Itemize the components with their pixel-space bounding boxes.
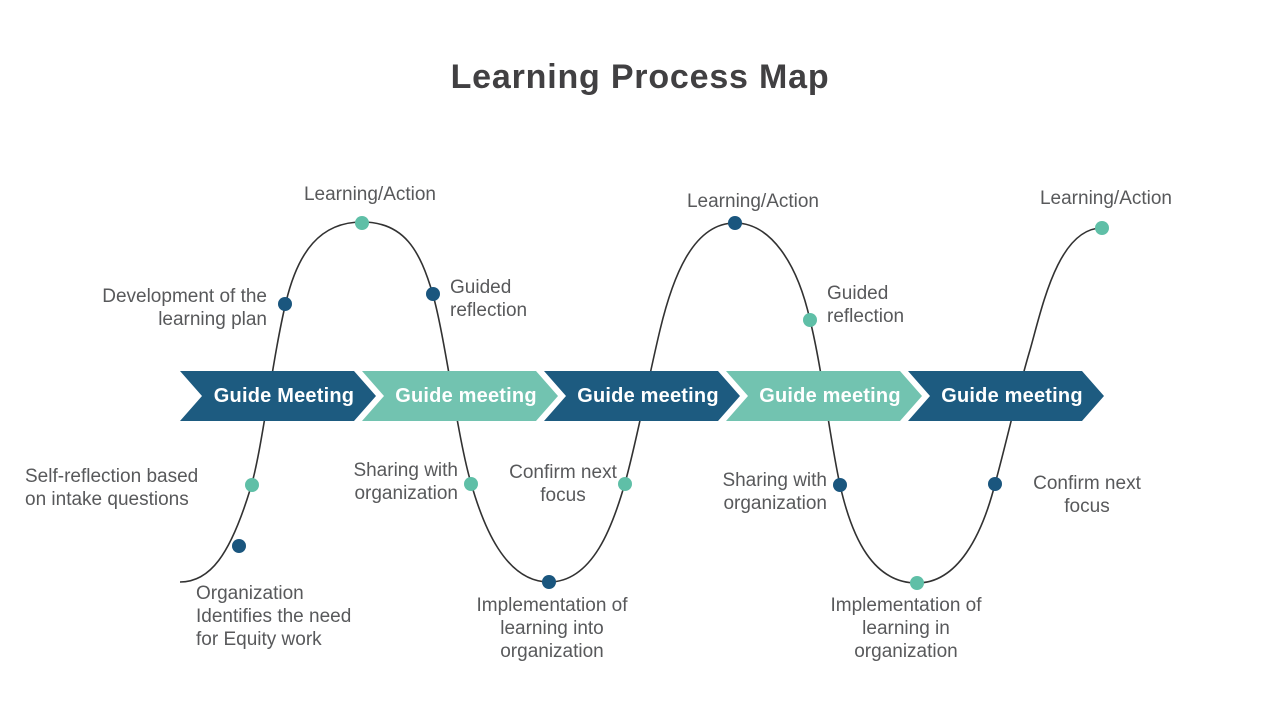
stage-dot-guided-reflection-1 bbox=[426, 287, 440, 301]
stage-dot-learning-action-1 bbox=[355, 216, 369, 230]
chevron-label: Guide meeting bbox=[395, 384, 537, 407]
chevron-label: Guide meeting bbox=[577, 384, 719, 407]
stage-dot-sharing-1 bbox=[464, 477, 478, 491]
label-self-reflection: Self-reflection based on intake question… bbox=[25, 466, 199, 511]
chevron-guide-meeting-1: Guide Meeting bbox=[180, 371, 376, 421]
label-organization-identifies: Organization Identifies the need for Equ… bbox=[196, 583, 352, 651]
chevron-label: Guide meeting bbox=[941, 384, 1083, 407]
label-learning-action-1: Learning/Action bbox=[303, 184, 437, 205]
label-learning-action-2: Learning/Action bbox=[686, 191, 820, 212]
chevron-label: Guide meeting bbox=[759, 384, 901, 407]
label-implementation-1: Implementation of learning into organiza… bbox=[476, 595, 628, 663]
label-sharing-1: Sharing with organization bbox=[353, 460, 458, 505]
label-implementation-2: Implementation of learning in organizati… bbox=[830, 595, 982, 663]
stage-dot-confirm-2 bbox=[988, 477, 1002, 491]
stage-dot-sharing-2 bbox=[833, 478, 847, 492]
chevron-guide-meeting-2: Guide meeting bbox=[362, 371, 558, 421]
stage-dot-implementation-1 bbox=[542, 575, 556, 589]
stage-dot-organization-identifies bbox=[232, 539, 246, 553]
label-confirm-2: Confirm next focus bbox=[1033, 473, 1141, 518]
label-development-plan: Development of the learning plan bbox=[102, 286, 267, 331]
stage-dot-learning-action-2 bbox=[728, 216, 742, 230]
label-confirm-1: Confirm next focus bbox=[509, 462, 617, 507]
label-guided-reflection-2: Guided reflection bbox=[827, 283, 905, 328]
label-learning-action-3: Learning/Action bbox=[1039, 188, 1173, 209]
stage-dot-guided-reflection-2 bbox=[803, 313, 817, 327]
chevron-label: Guide Meeting bbox=[213, 384, 355, 407]
page-title: Learning Process Map bbox=[450, 58, 830, 96]
stage-dot-self-reflection bbox=[245, 478, 259, 492]
stage-dot-learning-action-3 bbox=[1095, 221, 1109, 235]
label-guided-reflection-1: Guided reflection bbox=[450, 277, 528, 322]
stage-dot-confirm-1 bbox=[618, 477, 632, 491]
stage-dot-development-plan bbox=[278, 297, 292, 311]
chevron-guide-meeting-3: Guide meeting bbox=[544, 371, 740, 421]
label-sharing-2: Sharing with organization bbox=[722, 470, 827, 515]
chevron-guide-meeting-5: Guide meeting bbox=[908, 371, 1104, 421]
stage-dot-implementation-2 bbox=[910, 576, 924, 590]
chevron-guide-meeting-4: Guide meeting bbox=[726, 371, 922, 421]
